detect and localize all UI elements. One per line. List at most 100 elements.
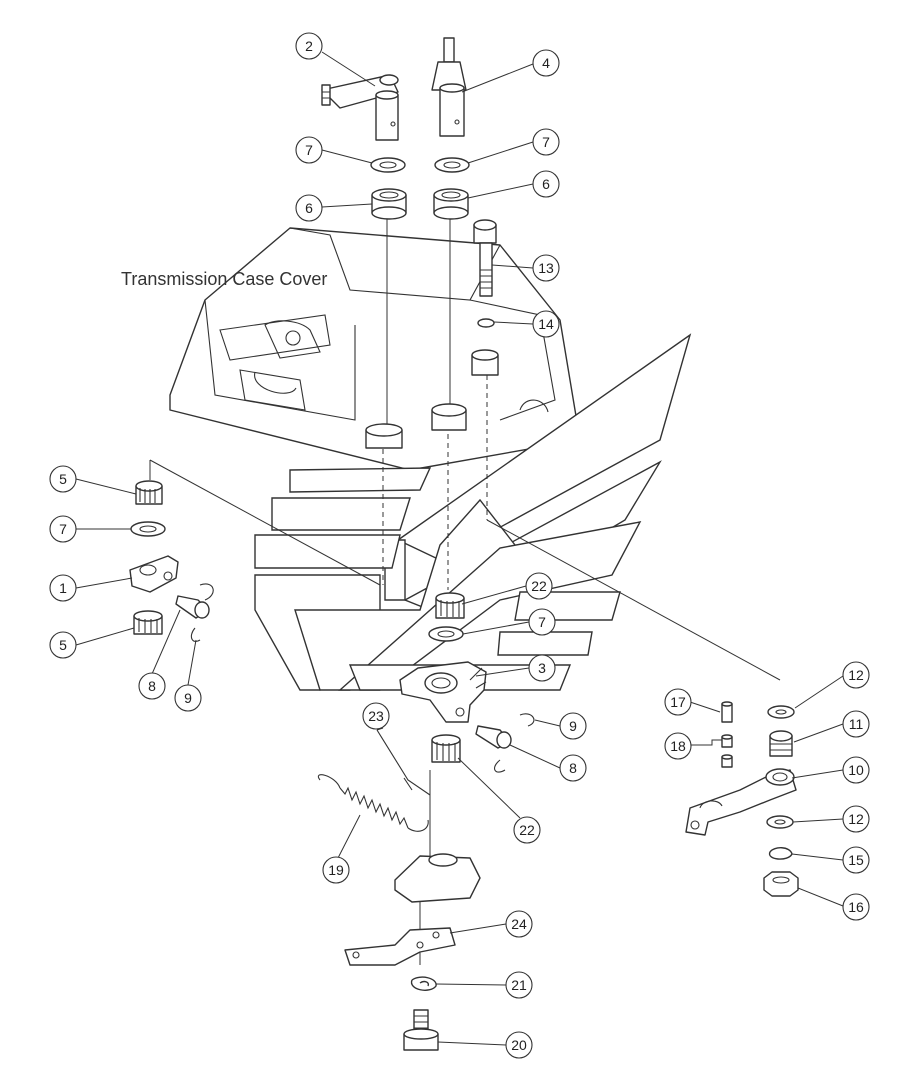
part-22-bearing-lower (431, 734, 461, 763)
svg-text:2: 2 (305, 38, 313, 54)
svg-text:22: 22 (519, 822, 535, 838)
callout-7: 7 (295, 136, 323, 164)
callout-21: 21 (505, 971, 533, 999)
part-5-bearing-lower (133, 610, 163, 635)
svg-text:17: 17 (670, 694, 686, 710)
svg-text:24: 24 (511, 916, 527, 932)
part-18-pins (721, 734, 733, 768)
part-14-washer (477, 318, 495, 328)
part-9-clip-left (190, 583, 214, 642)
svg-text:21: 21 (511, 977, 527, 993)
svg-text:11: 11 (849, 716, 864, 732)
part-7-washer-right (434, 157, 470, 173)
callout-9: 9 (174, 684, 202, 712)
part-16-nut (763, 871, 799, 897)
part-8-pin-right (475, 725, 512, 749)
callout-23: 23 (362, 702, 390, 730)
callouts: 2 4 7 7 6 6 13 14 5 7 1 5 8 9 22 7 3 9 8… (49, 32, 870, 1059)
svg-text:16: 16 (848, 899, 864, 915)
svg-text:6: 6 (542, 176, 550, 192)
callout-18: 18 (664, 732, 692, 760)
svg-text:12: 12 (848, 811, 864, 827)
washer-hole (443, 161, 461, 169)
callout-8: 8 (138, 672, 166, 700)
part-8-pin-left (175, 595, 210, 619)
part-1-lever (129, 555, 179, 593)
part-13-bolt (473, 219, 497, 297)
callout-16: 16 (842, 893, 870, 921)
part-3-lever (399, 661, 487, 723)
callout-14: 14 (532, 310, 560, 338)
svg-text:7: 7 (538, 614, 546, 630)
callout-8: 8 (559, 754, 587, 782)
svg-text:7: 7 (305, 142, 313, 158)
washer-hole (139, 525, 157, 533)
callout-12: 12 (842, 805, 870, 833)
callout-9: 9 (559, 712, 587, 740)
svg-text:10: 10 (848, 762, 864, 778)
svg-text:15: 15 (848, 852, 864, 868)
part-12-washer-upper (767, 705, 795, 719)
washer-hole (774, 819, 786, 825)
part-23-wire (376, 729, 431, 796)
assembly-guide-lines (149, 215, 781, 965)
svg-text:19: 19 (328, 862, 344, 878)
callout-20: 20 (505, 1031, 533, 1059)
callout-7: 7 (532, 128, 560, 156)
washer-hole (775, 709, 787, 715)
callout-7: 7 (49, 515, 77, 543)
callout-10: 10 (842, 756, 870, 784)
svg-text:5: 5 (59, 471, 67, 487)
part-10-lever (685, 768, 797, 836)
svg-text:20: 20 (511, 1037, 527, 1053)
washer-hole (437, 630, 455, 638)
callout-5: 5 (49, 465, 77, 493)
svg-text:1: 1 (59, 580, 67, 596)
callout-15: 15 (842, 846, 870, 874)
svg-text:18: 18 (670, 738, 686, 754)
part-6-bushing-left (371, 188, 407, 220)
callout-leaders (75, 51, 844, 1046)
svg-text:22: 22 (531, 578, 547, 594)
part-7-washer-left (370, 157, 406, 173)
callout-7: 7 (528, 608, 556, 636)
part-17-pin (721, 701, 733, 723)
part-19-spring (317, 774, 429, 832)
part-4-shaft (431, 37, 467, 137)
part-2-lever-shaft (321, 74, 399, 141)
callout-3: 3 (528, 654, 556, 682)
callout-22: 22 (513, 816, 541, 844)
part-12-washer-lower (766, 815, 794, 829)
svg-text:7: 7 (59, 521, 67, 537)
part-15-circlip (768, 847, 793, 860)
callout-4: 4 (532, 49, 560, 77)
svg-text:4: 4 (542, 55, 550, 71)
case-cover-label: Transmission Case Cover (121, 269, 327, 289)
watermark-logo (254, 333, 692, 691)
part-20-bolt (403, 1009, 439, 1051)
callout-1: 1 (49, 574, 77, 602)
callout-17: 17 (664, 688, 692, 716)
svg-text:23: 23 (368, 708, 384, 724)
part-7-washer-lower-left (130, 521, 166, 537)
part-21-circlip (410, 976, 437, 991)
svg-text:14: 14 (538, 316, 554, 332)
svg-text:13: 13 (538, 260, 554, 276)
callout-6: 6 (532, 170, 560, 198)
svg-text:9: 9 (184, 690, 192, 706)
callout-13: 13 (532, 254, 560, 282)
part-11-spacer (769, 730, 793, 757)
case-boss-top (471, 349, 499, 361)
svg-text:7: 7 (542, 134, 550, 150)
svg-text:5: 5 (59, 637, 67, 653)
callout-22: 22 (525, 572, 553, 600)
part-23-wire-hook (403, 777, 413, 791)
part-5-bearing-upper (135, 480, 163, 505)
washer-hole (379, 161, 397, 169)
svg-text:8: 8 (148, 678, 156, 694)
callout-12: 12 (842, 661, 870, 689)
part-7-washer-center (428, 626, 464, 642)
shift-block (394, 853, 481, 903)
callout-5: 5 (49, 631, 77, 659)
